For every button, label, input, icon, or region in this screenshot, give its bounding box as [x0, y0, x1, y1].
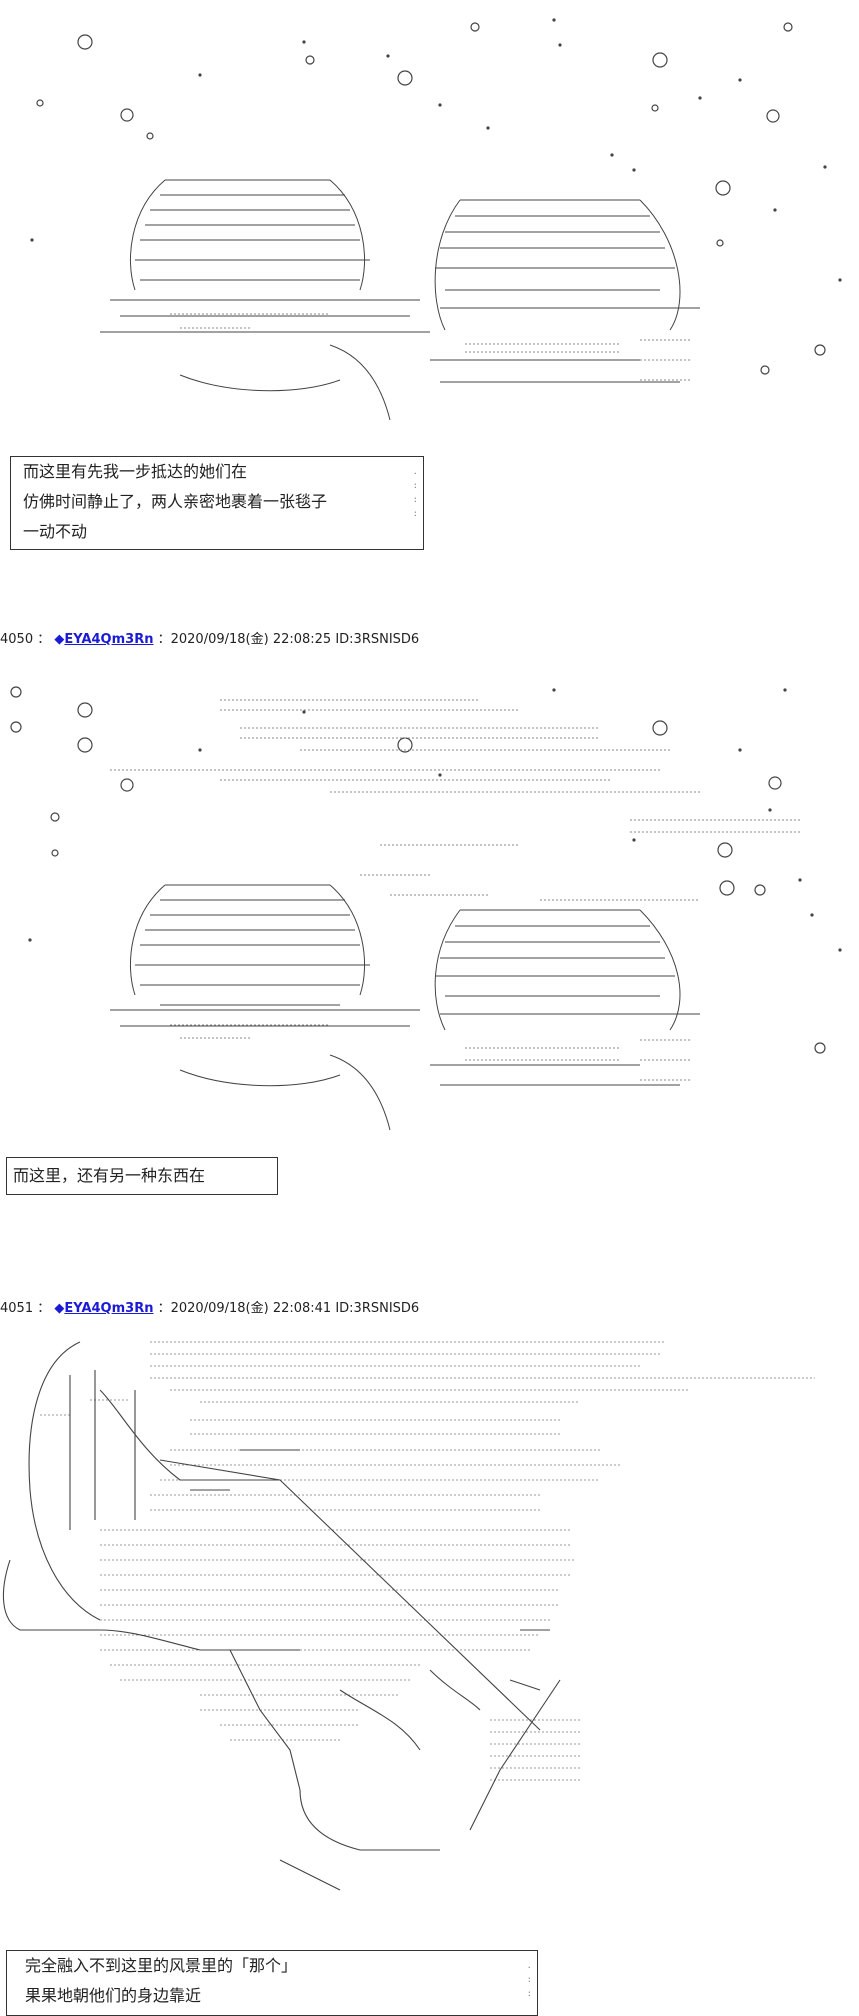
- poster-name[interactable]: EYA4Qm3Rn: [64, 632, 154, 647]
- post-number: 4050: [0, 632, 34, 647]
- trip-diamond-icon: ◆: [54, 1301, 65, 1316]
- narration-box-3: 完全融入不到这里的风景里的「那个」 果果地朝他们的身边靠近 .::: [6, 1950, 538, 2016]
- post-header-4051: 4051 ： ◆EYA4Qm3Rn ：2020/09/18(金) 22:08:4…: [0, 1301, 420, 1316]
- post-meta: ：2020/09/18(金) 22:08:25 ID:3RSNISD6: [157, 632, 420, 647]
- narration-box-1: 而这里有先我一步抵达的她们在 仿佛时间静止了，两人亲密地裹着一张毯子 一动不动 …: [10, 456, 424, 550]
- ascii-art-snow-scene-1: [30, 18, 842, 421]
- box-dot-decoration: .:::: [413, 466, 417, 519]
- narration-line: 而这里，还有另一种东西在: [13, 1166, 206, 1185]
- narration-line: 完全融入不到这里的风景里的「那个」: [25, 1956, 298, 1975]
- box-dot-decoration: .::: [527, 1960, 531, 1999]
- narration-line: 而这里有先我一步抵达的她们在: [23, 462, 248, 481]
- poster-name[interactable]: EYA4Qm3Rn: [64, 1301, 154, 1316]
- trip-diamond-icon: ◆: [54, 632, 65, 647]
- post-meta: ：2020/09/18(金) 22:08:41 ID:3RSNISD6: [157, 1301, 420, 1316]
- post-number: 4051: [0, 1301, 34, 1316]
- narration-line: 果果地朝他们的身边靠近: [25, 1986, 202, 2005]
- post-header-4050: 4050 ： ◆EYA4Qm3Rn ：2020/09/18(金) 22:08:2…: [0, 632, 420, 647]
- ascii-art-ghost-scene: [2, 1341, 815, 1891]
- narration-line: 一动不动: [23, 522, 88, 541]
- narration-line: 仿佛时间静止了，两人亲密地裹着一张毯子: [23, 492, 328, 511]
- ascii-art-snow-scene-2: [10, 686, 842, 1131]
- narration-box-2: 而这里，还有另一种东西在: [6, 1157, 278, 1195]
